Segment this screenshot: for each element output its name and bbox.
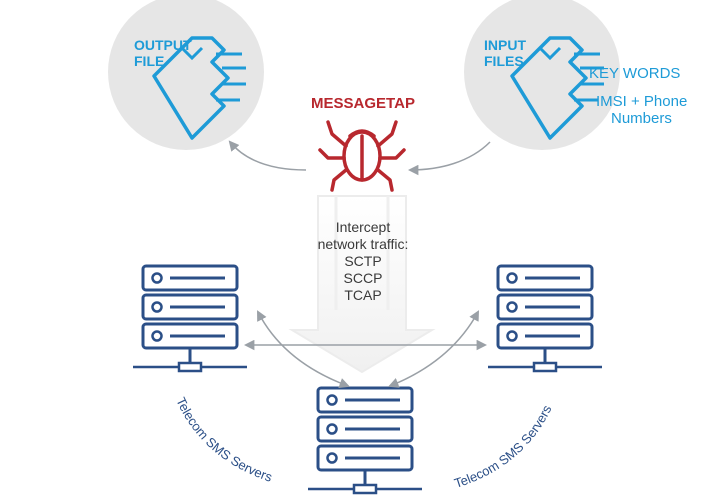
arrow-left-bottom-servers: [257, 310, 350, 388]
server-left: [131, 264, 249, 373]
imsi-label-2: Numbers: [611, 110, 672, 127]
arrow-right-bottom-servers: [388, 310, 480, 388]
telecom-label-left: Telecom SMS Servers: [173, 395, 274, 485]
messagetap-title: MESSAGETAP: [311, 95, 415, 112]
intercept-line-3: SCTP: [344, 253, 381, 269]
telecom-label-right: Telecom SMS Servers: [452, 402, 554, 491]
intercept-line-4: SCCP: [344, 270, 383, 286]
output-file-label-2: FILE: [134, 53, 164, 69]
keywords-label: KEY WORDS: [589, 65, 680, 82]
output-file-label-1: OUTPUT: [134, 37, 192, 53]
imsi-label-1: IMSI + Phone: [596, 93, 687, 110]
server-right: [486, 264, 604, 373]
intercept-line-1: Intercept: [336, 219, 391, 235]
bug-icon: [318, 120, 406, 192]
intercept-line-5: TCAP: [344, 287, 381, 303]
arrow-to-output-file: [228, 140, 307, 171]
output-file-circle: [108, 0, 264, 150]
input-files-circle: [464, 0, 620, 150]
input-files-label-2: FILES: [484, 53, 524, 69]
server-bottom: [306, 386, 424, 495]
arrow-from-input-files: [407, 141, 491, 176]
intercept-line-2: network traffic:: [318, 236, 409, 252]
input-files-label-1: INPUT: [484, 37, 526, 53]
